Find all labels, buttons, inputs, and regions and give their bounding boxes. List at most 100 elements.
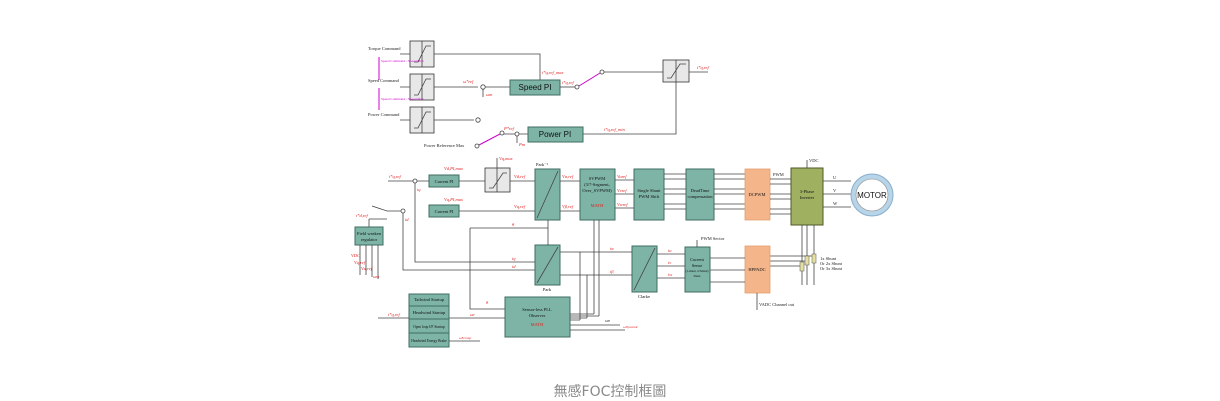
vvref-label: Vvref xyxy=(617,188,627,193)
vadc-label: VADC Channel out xyxy=(759,302,795,307)
deadtime-label: DeadTime xyxy=(691,188,710,193)
current-pi-q-block xyxy=(428,174,460,188)
id-ref-label: i*d,ref xyxy=(356,213,368,219)
deadtime-label-2: compensation xyxy=(688,194,714,199)
current-pi-d-block xyxy=(428,204,460,218)
w-label: W xyxy=(833,201,838,206)
field-weaken-block xyxy=(354,226,384,246)
inverter-label-2: Inverter xyxy=(800,195,815,200)
hppadc-label: HPPADC xyxy=(748,267,765,272)
current-sense-label: Current xyxy=(690,257,704,262)
vdc-fw-label: VDC xyxy=(351,253,361,258)
iq-fb-label: iq xyxy=(417,187,421,192)
w-ecomp-label: ωEcomp xyxy=(459,336,471,340)
motor-label: MOTOR xyxy=(857,191,887,200)
pwm-sector-label: PWM Sector xyxy=(701,236,725,241)
wm-label: ωm xyxy=(486,92,493,97)
id-fb-label: id xyxy=(405,217,409,222)
single-shunt-block xyxy=(633,168,665,221)
pll-math-label: MATH xyxy=(531,322,545,327)
vd-fw-label: Vd,ref xyxy=(361,266,373,272)
we-label: ωe xyxy=(605,318,610,323)
startup-modes: Tailwind Startup Headwind Startup Open l… xyxy=(408,293,450,348)
ia-label: iα xyxy=(610,246,614,251)
field-weaken-label: Field weaken xyxy=(357,231,382,236)
speed-pi-block xyxy=(509,79,561,96)
vd-ref-label: Vd,ref xyxy=(514,174,526,180)
park-block xyxy=(534,244,561,286)
vq-fw-label: Vq,ref xyxy=(354,260,366,266)
iv-label: iv xyxy=(668,260,671,265)
inverter-block xyxy=(790,167,824,226)
w-ref-label: ω*ref xyxy=(463,79,474,84)
svpwm-label-3: Over_SVPWM) xyxy=(582,188,612,193)
pm-label: Pm xyxy=(518,142,526,147)
dcpwm-block xyxy=(744,168,771,221)
vq-limit-ramp xyxy=(484,167,511,193)
vdc-label: VDC xyxy=(809,158,819,163)
theta-pll-label: θ xyxy=(486,300,489,305)
svpwm-math-label: MATH xyxy=(591,203,605,208)
theta-label: θ xyxy=(512,222,515,227)
speed-pi-label: Speed PI xyxy=(519,83,552,92)
power-pi-label: Power PI xyxy=(539,130,571,139)
iq-ref-startup-label: i*q,ref xyxy=(388,312,400,318)
current-sense-label-2: Sense xyxy=(692,263,703,268)
pll-label-2: Observer xyxy=(529,313,546,318)
single-shunt-label: Single Shunt xyxy=(637,188,661,193)
vq-pi-max-label: Vd,PI,max xyxy=(444,166,463,172)
power-ref-max-label: Power Reference Max xyxy=(424,143,465,148)
current-pi-q-label: Current PI xyxy=(435,179,454,184)
pll-observer-block xyxy=(504,296,571,338)
iu-label: iu xyxy=(668,248,672,253)
vd-pi-max-label: Vq,PI,max xyxy=(444,197,463,203)
startup-headwind: Headwind Startup xyxy=(413,310,446,315)
u-label: U xyxy=(833,175,837,180)
power-to-speed-label: Speed Command - Speed Max xyxy=(381,97,424,101)
vb-ref-label: Vβ,ref xyxy=(562,204,574,210)
pwm-label: PWM xyxy=(773,172,784,177)
id-park-label: id xyxy=(512,264,516,269)
park-label: Park xyxy=(543,287,552,292)
svpwm-label-2: (3/7-Segment, xyxy=(584,182,610,188)
inverter-label: 3-Phase xyxy=(800,189,814,194)
iq-ref-max-label: i*q,ref_max xyxy=(542,70,563,76)
ib-label: iβ xyxy=(610,269,614,274)
p-ref-label: P*ref xyxy=(503,126,515,131)
clarke-label: Clarke xyxy=(638,294,650,299)
shunt-label-3: Or 3x Shunt xyxy=(820,266,843,271)
v-label: V xyxy=(833,188,837,193)
hppadc-block xyxy=(744,245,771,294)
command-ramps: Torque Command Speed Command Power Comma… xyxy=(368,40,709,149)
startup-open-loop: Open loop I/F Startup xyxy=(413,325,445,329)
shunt-label-1: 1x Shunt xyxy=(820,256,837,261)
w-dynamic-label: ωDynamic xyxy=(623,325,639,329)
iq-ref-in-label: i*q,ref xyxy=(389,174,401,180)
torque-command-label: Torque Command xyxy=(368,46,401,51)
shunt-label-2: Or 2x Shunt xyxy=(820,261,843,266)
speed-command-label: Speed Command xyxy=(368,78,400,83)
single-shunt-label-2: PWM Shift xyxy=(639,194,660,199)
power-command-label: Power Command xyxy=(368,112,400,117)
deadtime-block xyxy=(685,168,715,221)
current-loop: i*q,ref iq id i*d,ref Current PI Current… xyxy=(356,156,894,271)
dcpwm-label: DCPWM xyxy=(748,192,765,197)
current-sense-block xyxy=(684,246,711,293)
current-sense-label-4: Shunt xyxy=(693,274,700,278)
pll-label: Sensor-less PLL xyxy=(522,307,552,312)
field-weaken-label-2: regulator xyxy=(361,237,378,242)
vwref-label: Vwref xyxy=(617,202,628,207)
speed-to-torque-label: Speed Command - Speed Max xyxy=(381,59,424,63)
iq-ref-speed-label: i*q,ref xyxy=(562,80,574,86)
va-ref-label: Vα,ref xyxy=(562,174,574,180)
vq-max-label: Vq,max xyxy=(499,156,513,162)
iq-park-label: iq xyxy=(512,256,516,261)
vuref-label: Vuref xyxy=(617,174,627,179)
current-sense-label-3: (1-shunt, 2/3shunt) xyxy=(686,269,709,274)
iq-ref-min-label: i*q,ref_min xyxy=(604,127,625,133)
startup-energy-brake: Headwind Energy Brake xyxy=(411,339,447,343)
diagram-caption: 無感FOC控制框圖 xyxy=(553,384,667,400)
wr-label: ωr xyxy=(470,312,475,317)
startup-tailwind: Tailwind Startup xyxy=(414,297,445,302)
